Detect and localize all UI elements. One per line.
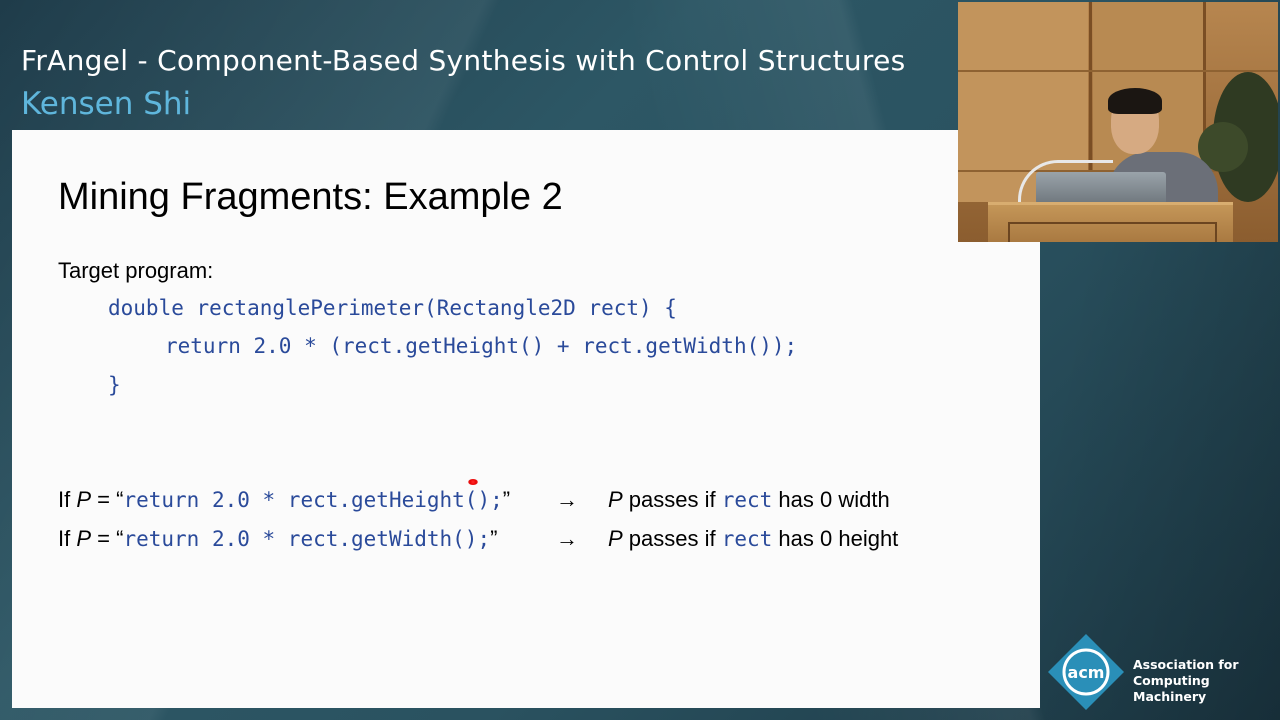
podium-panel [1008,222,1217,242]
program-variable: P [76,526,92,551]
wall-seam [958,70,1278,72]
acm-wordmark-line1: Association for [1133,657,1239,672]
equals-quote: = “ [91,487,124,512]
condition-text: has 0 width [772,487,890,512]
fragment-row-width: If P = “return 2.0 * rect.getWidth();”→P… [58,526,898,552]
acm-logo-ring [1062,648,1110,696]
slide-title: Mining Fragments: Example 2 [58,176,563,218]
acm-logo-icon: acm [1048,634,1124,710]
condition-text: has 0 height [772,526,899,551]
wall-panel [958,2,1088,202]
rect-variable: rect [721,488,773,512]
speaker-name: Kensen Shi [21,86,192,122]
close-quote: ” [490,526,498,551]
close-quote: ” [502,487,511,512]
passes-text: passes if [622,487,722,512]
wall-seam [1089,2,1092,202]
code-line-3: } [108,373,121,397]
acm-logo-text: acm [1068,663,1105,682]
fragment-definition: If P = “return 2.0 * rect.getWidth();” [58,526,556,552]
wall-seam [1203,2,1206,202]
fragment-row-height: If P = “return 2.0 * rect.getHeight();”→… [58,487,890,513]
program-variable: P [76,487,92,512]
code-line-2: return 2.0 * (rect.getHeight() + rect.ge… [165,334,798,358]
acm-logo-diamond [1048,634,1124,710]
program-variable: P [608,526,623,551]
laser-pointer-dot [468,479,478,485]
acm-wordmark-line2: Computing Machinery [1133,673,1210,704]
rect-variable: rect [721,527,773,551]
equals-quote: = “ [91,526,124,551]
passes-text: passes if [622,526,722,551]
if-text: If [58,526,77,551]
fragment-code: return 2.0 * rect.getWidth(); [123,527,491,551]
acm-wordmark: Association for Computing Machinery [1133,657,1280,705]
talk-title: FrAngel - Component-Based Synthesis with… [21,44,906,77]
if-text: If [58,487,77,512]
target-program-label: Target program: [58,258,214,283]
program-variable: P [608,487,623,512]
speaker-video [958,2,1278,242]
presentation-slide: Mining Fragments: Example 2 Target progr… [12,130,1040,708]
laptop [1036,172,1166,204]
code-line-1: double rectanglePerimeter(Rectangle2D re… [108,296,677,320]
right-arrow-icon: → [556,526,578,551]
fragment-code: return 2.0 * rect.getHeight(); [123,488,503,512]
speaker-hair [1108,88,1162,114]
right-arrow-icon: → [556,487,578,512]
fragment-definition: If P = “return 2.0 * rect.getHeight();” [58,487,556,513]
